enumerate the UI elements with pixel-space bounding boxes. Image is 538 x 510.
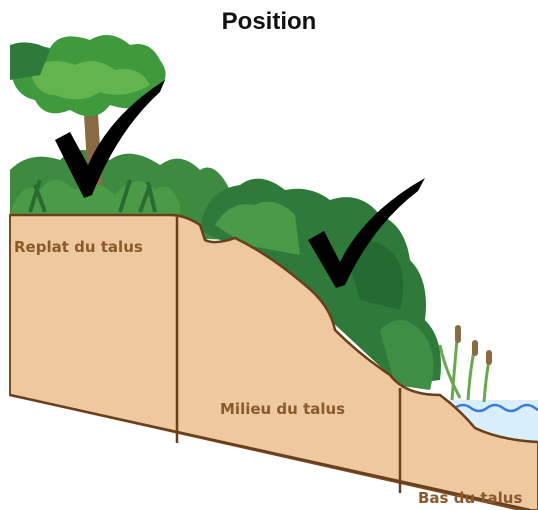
zone-label-top: Replat du talus (14, 238, 143, 256)
reed-icon (438, 325, 492, 403)
tree-icon (10, 35, 166, 215)
checkmark-icon (55, 80, 165, 198)
zone-label-bottom: Bas du talus (418, 489, 522, 507)
zone-label-middle: Milieu du talus (220, 400, 345, 418)
diagram-title: Position (221, 8, 317, 35)
shrub-icon (10, 179, 180, 215)
water-wave-icon (454, 403, 538, 413)
checkmark-icon (308, 178, 425, 288)
